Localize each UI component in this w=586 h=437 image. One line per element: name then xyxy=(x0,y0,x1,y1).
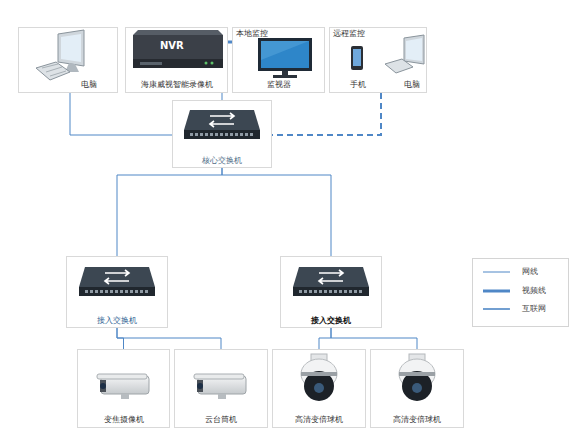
node-text: 高清变倍球机 xyxy=(371,415,463,425)
node-text: 海康威视智能录像机 xyxy=(126,80,227,90)
node-text: 接入交换机 xyxy=(281,316,381,326)
node-text: 电脑 xyxy=(404,80,420,90)
remote-monitor-box: 远程监控手机 电脑 xyxy=(329,27,427,93)
access-switch-box: 接入交换机 xyxy=(66,256,168,328)
node-text: 云台筒机 xyxy=(175,415,267,425)
local-monitor-box: 本地监控监视器 xyxy=(232,27,325,93)
core-switch-box: 核心交换机 xyxy=(172,100,272,168)
nvr-box: 海康威视智能录像机 xyxy=(125,27,228,93)
node-text: 接入交换机 xyxy=(67,316,167,326)
node-text: 监视器 xyxy=(233,80,324,90)
access-switch-box: 接入交换机 xyxy=(280,256,382,328)
network-connector xyxy=(222,168,331,256)
device-label: NVR xyxy=(160,40,184,51)
legend-text: 互联网 xyxy=(522,304,546,314)
legend-text: 视频线 xyxy=(522,286,546,296)
node-text: 变焦摄像机 xyxy=(78,415,169,425)
node-text: 电脑 xyxy=(81,80,97,90)
network-connector xyxy=(117,168,222,256)
network-connector xyxy=(117,328,221,349)
node-text: 核心交换机 xyxy=(173,156,271,166)
node-text: 手机 xyxy=(350,80,366,90)
dome-camera-box: 高清变倍球机 xyxy=(272,349,366,428)
camera-box: 云台筒机 xyxy=(174,349,268,428)
network-connector xyxy=(70,93,172,135)
node-text: 本地监控 xyxy=(236,29,268,39)
legend-text: 网线 xyxy=(522,267,538,277)
dome-camera-box: 高清变倍球机 xyxy=(370,349,464,428)
camera-box: 变焦摄像机 xyxy=(77,349,170,428)
network-connector xyxy=(222,93,223,100)
network-connector xyxy=(331,328,417,349)
network-connector xyxy=(319,328,331,349)
node-text: 远程监控 xyxy=(333,29,365,39)
network-connector xyxy=(272,93,381,135)
computer-box: 电脑 xyxy=(18,27,118,93)
node-text: 高清变倍球机 xyxy=(273,415,365,425)
